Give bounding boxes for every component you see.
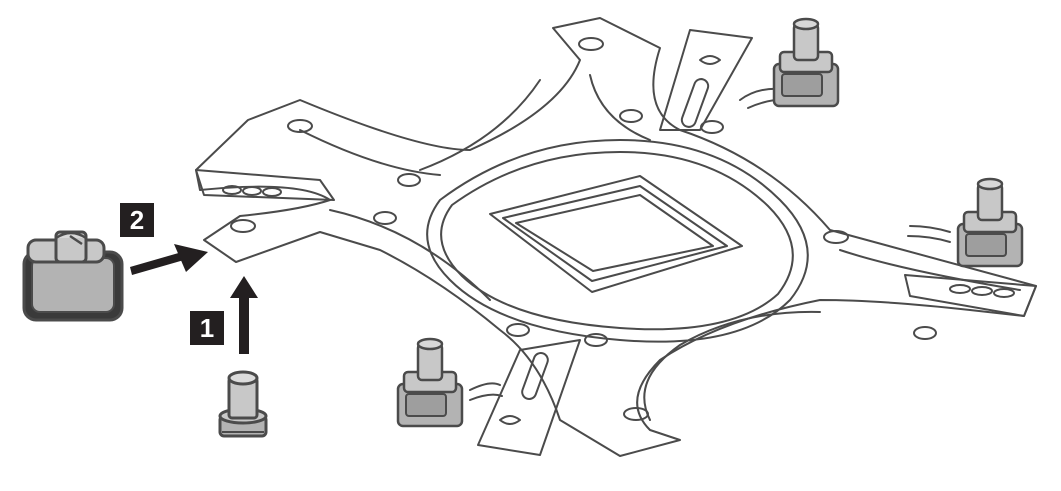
loose-retention-clip-icon (22, 230, 124, 322)
retention-clip-icon (772, 17, 840, 108)
retention-clip-icon (396, 337, 464, 428)
cpu-bracket-icon (195, 17, 1037, 457)
standoff-screw-icon (218, 370, 268, 438)
arrow-icon (130, 244, 258, 354)
step-badge-1: 1 (190, 311, 224, 345)
retention-clip-icon (956, 177, 1024, 268)
step-badge-2: 2 (120, 203, 154, 237)
